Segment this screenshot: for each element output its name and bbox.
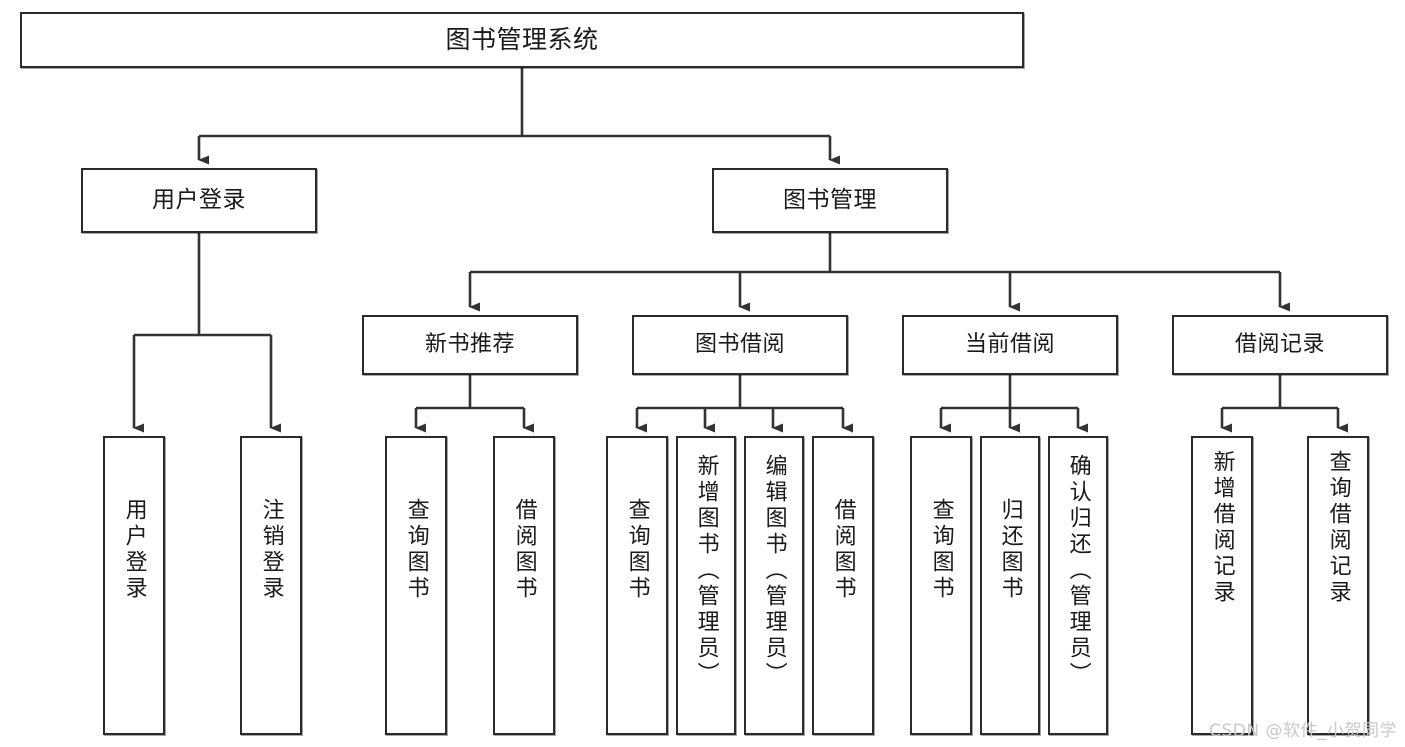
node-label: 查询图书 <box>928 498 954 602</box>
node-label: 图书管理 <box>783 187 877 214</box>
node-label: 用户登录 <box>152 187 246 214</box>
node-leaf-confirm-return-admin[interactable]: 确认归还（管理员） <box>1048 436 1108 735</box>
node-leaf-query-book-current[interactable]: 查询图书 <box>910 436 972 735</box>
node-label: 借阅图书 <box>830 498 856 602</box>
node-label: 新书推荐 <box>424 332 515 358</box>
node-leaf-query-book-borrow[interactable]: 查询图书 <box>606 436 668 735</box>
node-book-management[interactable]: 图书管理 <box>712 168 948 233</box>
node-label: 确认归还（管理员） <box>1065 454 1091 688</box>
node-current-borrow[interactable]: 当前借阅 <box>902 315 1118 375</box>
node-label: 归还图书 <box>997 498 1023 602</box>
node-leaf-query-borrow-record[interactable]: 查询借阅记录 <box>1307 436 1369 735</box>
node-leaf-logout-login[interactable]: 注销登录 <box>240 436 302 735</box>
node-user-login[interactable]: 用户登录 <box>81 168 317 233</box>
node-label: 新增借阅记录 <box>1209 450 1235 606</box>
node-label: 注销登录 <box>258 498 284 602</box>
node-label: 借阅图书 <box>511 498 537 602</box>
node-label: 编辑图书（管理员） <box>761 454 787 688</box>
watermark-text: CSDN @软件_小贺同学 <box>1209 721 1397 741</box>
node-label: 查询借阅记录 <box>1325 450 1351 606</box>
node-leaf-add-borrow-record[interactable]: 新增借阅记录 <box>1191 436 1253 735</box>
node-label: 查询图书 <box>403 498 429 602</box>
node-label: 图书借阅 <box>694 332 785 358</box>
node-leaf-borrow-book-borrow[interactable]: 借阅图书 <box>812 436 874 735</box>
node-new-book-recommend[interactable]: 新书推荐 <box>362 315 578 375</box>
node-leaf-borrow-book-recommend[interactable]: 借阅图书 <box>493 436 555 735</box>
node-label: 新增图书（管理员） <box>693 454 719 688</box>
node-book-borrow[interactable]: 图书借阅 <box>632 315 848 375</box>
node-label: 当前借阅 <box>964 332 1055 358</box>
node-leaf-add-book-admin[interactable]: 新增图书（管理员） <box>676 436 736 735</box>
node-borrow-record[interactable]: 借阅记录 <box>1172 315 1388 375</box>
node-leaf-user-login[interactable]: 用户登录 <box>103 436 165 735</box>
node-label: 查询图书 <box>624 498 650 602</box>
node-leaf-edit-book-admin[interactable]: 编辑图书（管理员） <box>744 436 804 735</box>
node-leaf-query-book-recommend[interactable]: 查询图书 <box>385 436 447 735</box>
node-label: 借阅记录 <box>1234 332 1325 358</box>
node-leaf-return-book[interactable]: 归还图书 <box>980 436 1040 735</box>
node-root-book-management-system[interactable]: 图书管理系统 <box>20 12 1024 68</box>
node-label: 图书管理系统 <box>445 24 599 54</box>
node-label: 用户登录 <box>121 498 147 602</box>
